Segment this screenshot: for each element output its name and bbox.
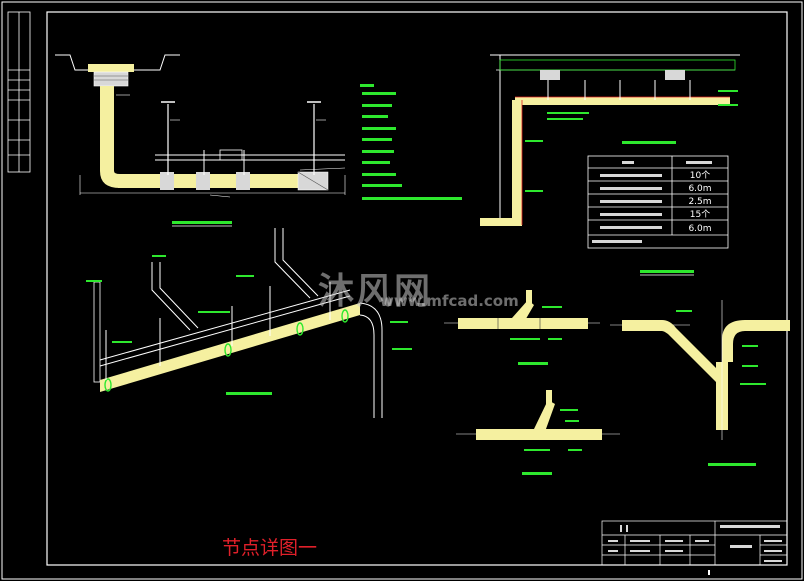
table-value-4: 15个 [690,209,710,220]
table-value-5: 6.0m [688,224,711,234]
inner-frame [46,11,788,566]
isometric-view [86,228,412,418]
table-value-2: 6.0m [688,184,711,194]
spec-table: 10个 6.0m 2.5m 15个 6.0m [587,141,729,276]
section-view-left [55,54,346,227]
table-value-1: 10个 [690,170,710,181]
page-marker [708,570,710,575]
watermark-url: www.mfcad.com [380,292,519,310]
watermark-brand: 沐风网 [318,271,433,312]
notes-block [360,84,462,200]
title-block [601,520,788,566]
fitting-detail-3 [610,300,790,466]
fitting-detail-2 [456,390,620,475]
binding-strip [7,11,31,173]
fitting-detail-1 [444,290,600,365]
table-value-3: 2.5m [688,197,711,207]
section-view-right [480,54,740,226]
title-block-text [608,525,782,562]
drawing-caption: 节点详图一 [222,537,318,559]
